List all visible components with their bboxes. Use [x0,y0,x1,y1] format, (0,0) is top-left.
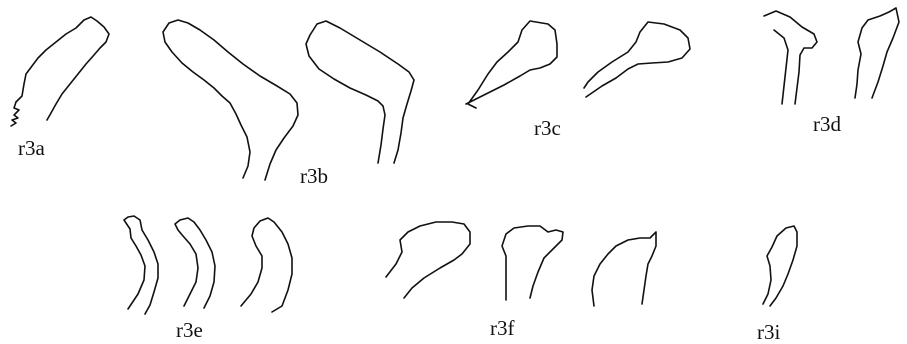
outline-r3f-1 [386,222,470,298]
outline-r3e [124,216,292,314]
label-r3d: r3d [813,114,841,135]
outline-r3a [11,17,109,126]
outline-r3d-right [855,8,899,98]
outline-r3b-upper [306,21,414,163]
label-r3e: r3e [176,320,203,341]
outline-r3e-2 [175,218,215,308]
outline-r3i [763,226,797,306]
label-r3i: r3i [757,322,780,343]
outline-r3b [163,20,414,180]
outline-r3f-3 [592,232,656,306]
outline-r3c [466,21,690,108]
outline-r3e-1 [124,216,158,314]
outline-r3d-left [764,11,817,104]
outline-r3f-2 [502,226,563,300]
outline-r3a-front [16,17,109,120]
outline-r3c-right [584,22,690,97]
label-r3f: r3f [490,318,515,339]
outline-r3d [764,8,899,104]
label-r3a: r3a [18,138,45,159]
outline-r3f [386,222,656,306]
outline-r3i-main [763,226,797,306]
outline-r3c-left [466,21,557,108]
label-r3c: r3c [534,118,561,139]
outline-r3b-main [163,20,298,180]
outline-r3a-back [11,102,19,126]
label-r3b: r3b [300,166,328,187]
outline-r3e-3 [241,218,292,312]
